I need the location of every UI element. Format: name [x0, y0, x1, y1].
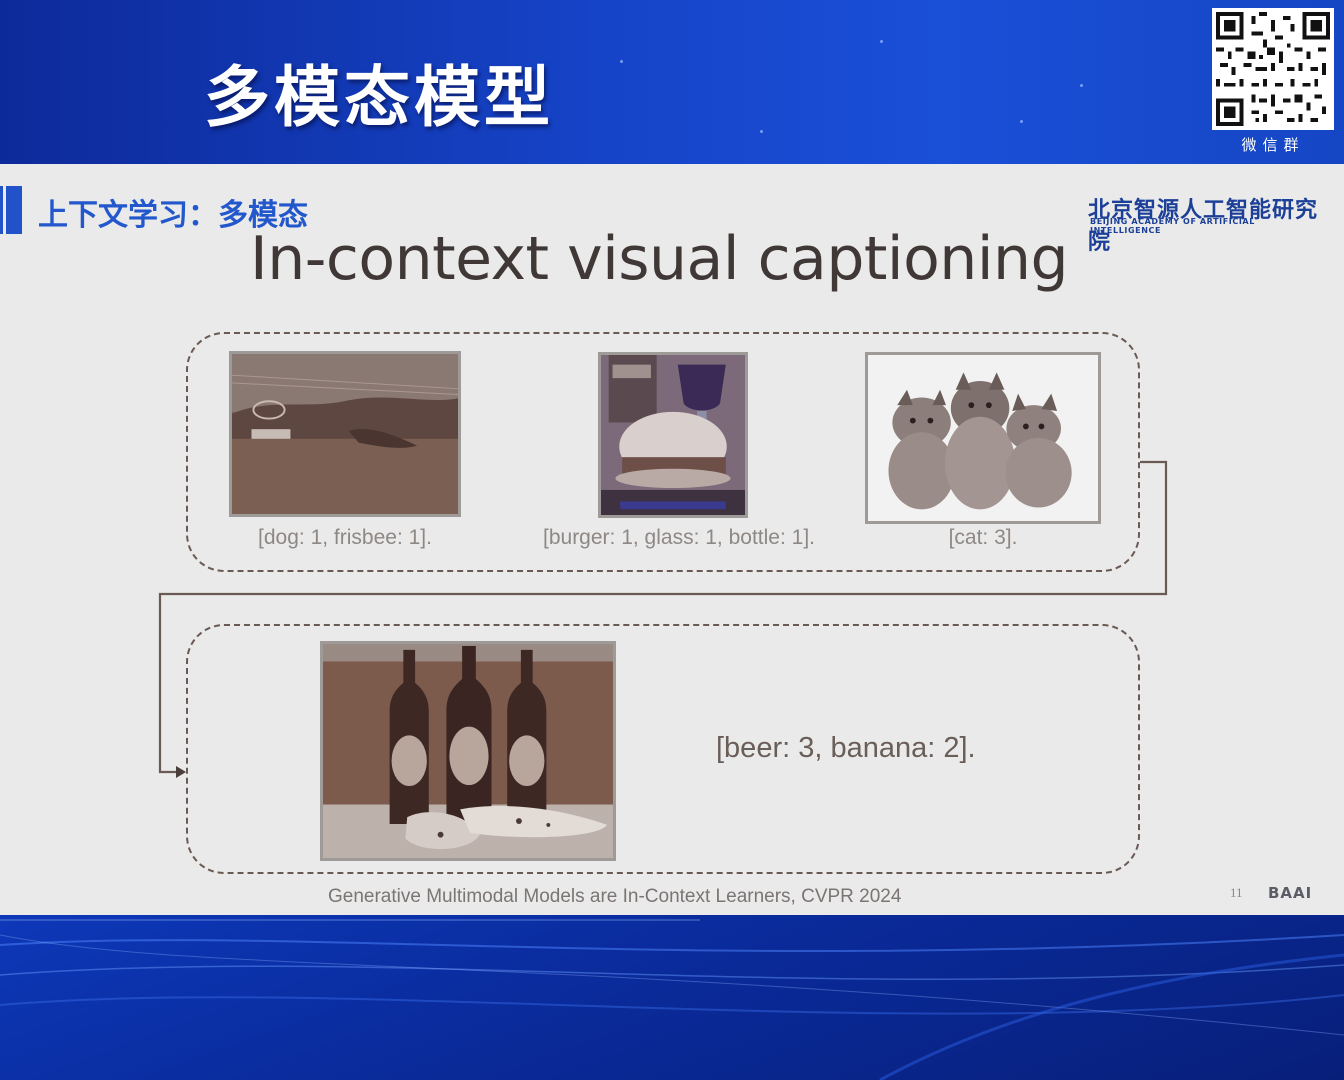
section-title: 上下文学习：多模态	[38, 198, 308, 233]
baai-logo-chinese: 北京智源人工智能研究院	[1088, 198, 1319, 255]
example-caption: [burger: 1, glass: 1, bottle: 1].	[543, 526, 815, 549]
sparkle	[760, 130, 763, 133]
sparkle	[1080, 84, 1083, 87]
example-caption: [cat: 3].	[948, 526, 1018, 549]
top-banner: 多模态模型	[0, 0, 1344, 164]
decorative-waves	[0, 919, 1344, 1080]
qr-label: 微信群	[1241, 136, 1305, 154]
baai-footer-logo: BAAI	[1268, 884, 1313, 902]
flow-connector-arrow	[158, 460, 1168, 778]
section-accent-bar	[0, 186, 22, 234]
baai-logo-english: BEIJING ACADEMY OF ARTIFICIAL INTELLIGEN…	[1090, 217, 1255, 235]
sparkle	[880, 40, 883, 43]
page-number: 11	[1230, 885, 1243, 900]
main-title: In-context visual captioning	[250, 224, 1069, 294]
qr-code-icon	[1216, 12, 1330, 126]
dog-frisbee-photo	[229, 351, 461, 517]
beer-bottles-bananas-photo	[320, 641, 616, 861]
banner-title: 多模态模型	[204, 59, 554, 136]
bottom-background	[0, 915, 1344, 1080]
qr-code	[1212, 8, 1334, 130]
sparkle	[620, 60, 623, 63]
sparkle	[1020, 120, 1023, 123]
in-context-examples-box	[186, 332, 1140, 572]
example-caption: [dog: 1, frisbee: 1].	[258, 526, 432, 549]
citation: Generative Multimodal Models are In-Cont…	[328, 886, 902, 907]
burger-glass-bottle-photo	[598, 352, 748, 518]
slide: 上下文学习：多模态 北京智源人工智能研究院 BEIJING ACADEMY OF…	[0, 164, 1344, 915]
query-caption: [beer: 3, banana: 2].	[716, 732, 976, 764]
three-kittens-photo	[865, 352, 1101, 524]
query-box	[186, 624, 1140, 874]
